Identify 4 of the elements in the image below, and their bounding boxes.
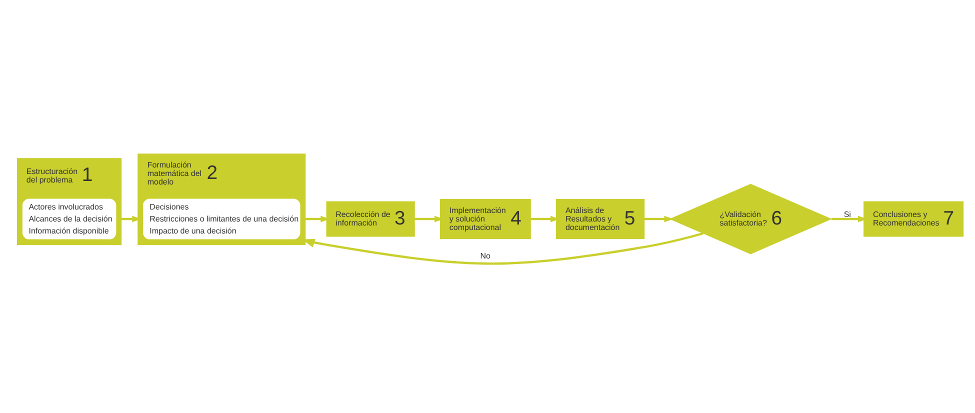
arrow	[644, 216, 673, 222]
arrow	[830, 216, 867, 222]
arrow	[304, 216, 330, 222]
arrow	[120, 216, 141, 222]
